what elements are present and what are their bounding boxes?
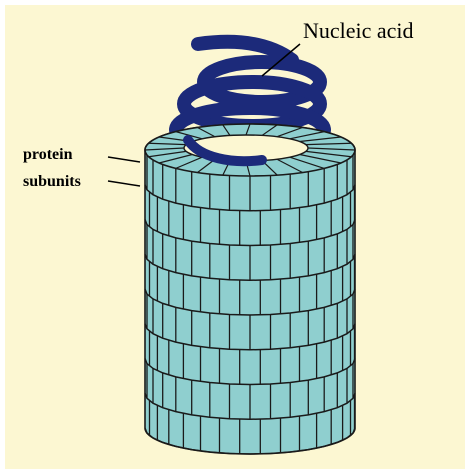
- nucleic-acid-label: Nucleic acid: [303, 18, 414, 44]
- protein-leader-line-2: [108, 181, 140, 186]
- protein-subunits-label-line1: protein: [23, 146, 72, 164]
- protein-leader-line-1: [108, 157, 140, 162]
- protein-capsid: [145, 124, 355, 454]
- protein-subunits-label-line2: subunits: [23, 173, 81, 191]
